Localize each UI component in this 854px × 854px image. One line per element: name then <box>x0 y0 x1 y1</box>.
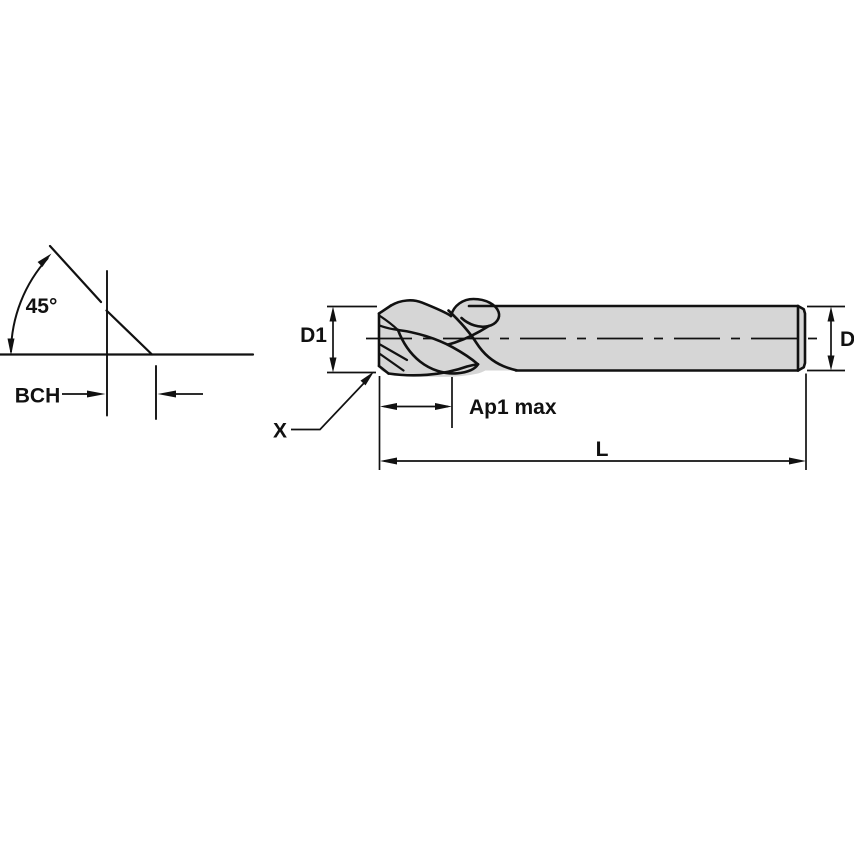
flute-helix-curve <box>447 309 518 372</box>
flute-lobe-top <box>389 299 453 318</box>
ap1-arrowhead-right-icon <box>435 403 452 410</box>
arc-arrowhead-bottom-icon <box>7 338 15 356</box>
tip-top-chamfer <box>377 304 393 315</box>
l-arrowhead-right-icon <box>789 457 806 465</box>
dim-ap1: Ap1 max <box>380 377 557 428</box>
dim-d1: D1 <box>300 305 377 374</box>
d-arrowhead-up-icon <box>827 306 835 322</box>
dim-d: D <box>807 305 854 372</box>
shank-end-cap <box>796 304 807 372</box>
head-bottom-silhouette <box>387 363 480 377</box>
chamfer-callout-label: X <box>273 420 287 443</box>
shank-diameter-label: D <box>840 328 854 351</box>
chamfer-width-label: BCH <box>15 385 61 408</box>
end-facet-line-2 <box>378 352 405 372</box>
chamfer-edge-upper <box>48 244 103 304</box>
end-gash-wedge <box>378 314 400 332</box>
tip-corner-chamfer <box>377 364 390 375</box>
bch-arrowhead-left-icon <box>87 390 106 398</box>
max-depth-of-cut-label: Ap1 max <box>469 396 557 419</box>
bch-arrowhead-right-icon <box>157 390 176 398</box>
flute-ear-loop <box>449 297 501 329</box>
flute-leaf-bottom-curve <box>396 328 480 375</box>
chamfer-edge-lower <box>105 309 154 356</box>
d1-arrowhead-up-icon <box>329 306 337 322</box>
chamfer-angle-detail: 45° BCH <box>0 244 255 420</box>
dim-length: L <box>378 373 807 470</box>
d1-arrowhead-down-icon <box>329 357 337 373</box>
flute-leaf-top-curve <box>396 328 480 366</box>
corner-angle-label: 45° <box>26 295 58 318</box>
end-facet-line-1 <box>378 343 409 362</box>
l-arrowhead-left-icon <box>380 457 397 465</box>
x-leader-arrowhead-icon <box>360 371 374 386</box>
arc-arrowhead-top-icon <box>37 253 52 267</box>
flute-ear-tail-curve <box>446 324 491 346</box>
overall-length-label: L <box>596 438 609 461</box>
endmill-side-view: D1 Ap1 max L D <box>273 297 854 470</box>
callout-x: X <box>273 371 374 443</box>
x-leader-line <box>291 381 366 431</box>
d-arrowhead-down-icon <box>827 355 835 371</box>
cutting-diameter-label: D1 <box>300 324 327 347</box>
ap1-arrowhead-left-icon <box>380 403 397 410</box>
